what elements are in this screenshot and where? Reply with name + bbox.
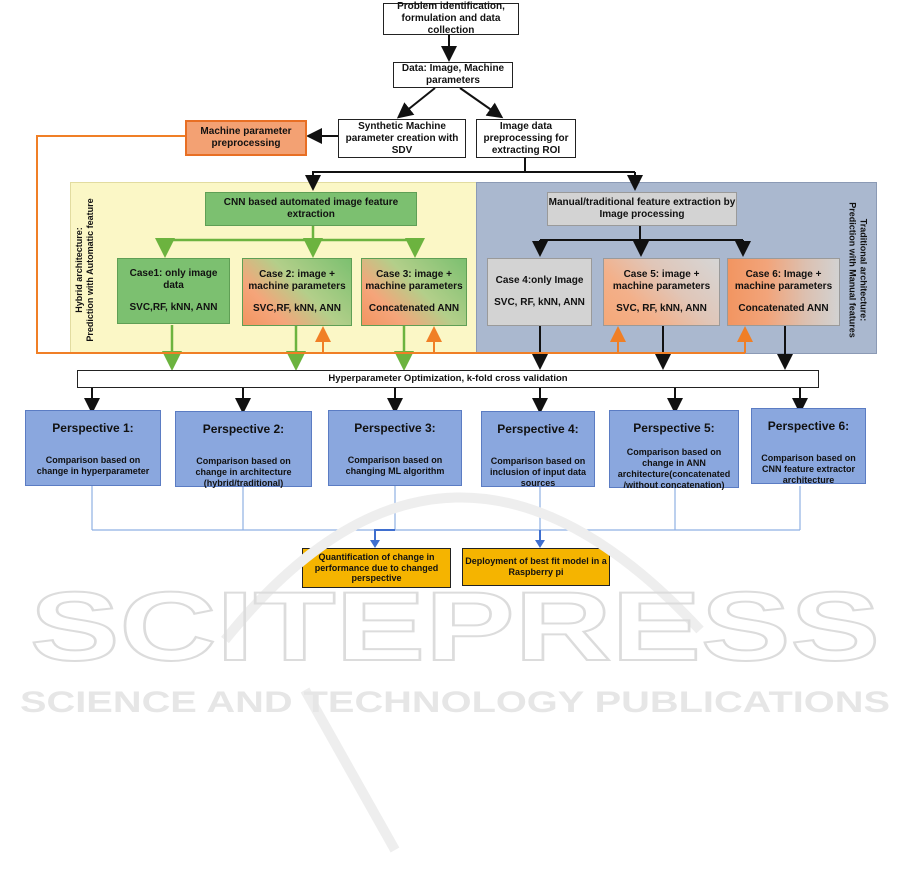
perspective-2-box: Perspective 2: Comparison based on chang… xyxy=(175,411,312,488)
traditional-architecture-label-line2: Prediction with Manual features xyxy=(847,202,857,338)
case-1-title: Case1: only image data xyxy=(129,268,218,291)
cnn-feature-extraction-text: CNN based automated image feature extrac… xyxy=(223,197,399,220)
problem-identification-box: Problem identification, formulation and … xyxy=(383,1,519,36)
quantification-box: Quantification of change in performance … xyxy=(302,548,451,588)
image-data-preprocessing-box: Image data preprocessing for extracting … xyxy=(476,119,576,158)
perspective-6-title: Perspective 6: xyxy=(767,419,850,433)
case-1-box: Case1: only image data SVC,RF, kNN, ANN xyxy=(117,258,230,324)
perspective-6-box: Perspective 6: Comparison based on CNN f… xyxy=(751,408,866,485)
case-3-title: Case 3: image + machine parameters xyxy=(365,269,463,292)
case-3-box: Case 3: image + machine parameters Conca… xyxy=(361,258,467,326)
cnn-feature-extraction-box: CNN based automated image feature extrac… xyxy=(205,192,417,226)
perspective-4-description: Comparison based on inclusion of input d… xyxy=(490,456,586,488)
perspective-2-title: Perspective 2: xyxy=(202,422,285,436)
image-data-preprocessing-text: Image data preprocessing for extracting … xyxy=(483,120,569,156)
case-6-box: Case 6: Image + machine parameters Conca… xyxy=(727,258,840,326)
hyperparameter-optimization-box: Hyperparameter Optimization, k-fold cros… xyxy=(77,370,819,388)
machine-parameter-preprocessing-box: Machine parameter preprocessing xyxy=(185,120,307,156)
hybrid-architecture-label-line2: Prediction with Automatic feature xyxy=(85,198,95,342)
case-6-title: Case 6: Image + machine parameters xyxy=(734,269,833,292)
perspective-3-description: Comparison based on changing ML algorith… xyxy=(345,455,445,477)
case-1-algorithms: SVC,RF, kNN, ANN xyxy=(129,302,218,313)
perspective-4-title: Perspective 4: xyxy=(497,422,579,436)
perspective-1-box: Perspective 1: Comparison based on chang… xyxy=(25,410,161,486)
case-5-box: Case 5: image + machine parameters SVC, … xyxy=(603,258,720,326)
hyperparameter-optimization-text: Hyperparameter Optimization, k-fold cros… xyxy=(328,373,568,385)
problem-identification-text: Problem identification, formulation and … xyxy=(397,1,505,36)
perspective-1-title: Perspective 1: xyxy=(52,421,134,435)
quantification-text: Quantification of change in performance … xyxy=(314,551,439,584)
perspective-5-title: Perspective 5: xyxy=(633,421,715,435)
case-2-algorithms: SVC,RF, kNN, ANN xyxy=(253,303,341,314)
data-box: Data: Image, Machine parameters xyxy=(393,62,513,88)
machine-parameter-preprocessing-text: Machine parameter preprocessing xyxy=(200,126,292,149)
case-2-box: Case 2: image + machine parameters SVC,R… xyxy=(242,258,352,326)
case-5-title: Case 5: image + machine parameters xyxy=(612,269,711,292)
hybrid-architecture-label: Hybrid architecture: Prediction with Aut… xyxy=(74,198,97,341)
manual-feature-extraction-text: Manual/traditional feature extraction by… xyxy=(548,197,736,220)
case-3-algorithms: Concatenated ANN xyxy=(368,303,460,314)
perspective-6-description: Comparison based on CNN feature extracto… xyxy=(761,453,856,485)
deployment-box: Deployment of best fit model in a Raspbe… xyxy=(462,548,610,586)
perspective-3-title: Perspective 3: xyxy=(354,421,436,435)
traditional-architecture-label-line1: Traditional architecture: xyxy=(858,218,869,322)
case-2-title: Case 2: image + machine parameters xyxy=(248,269,346,292)
perspective-2-description: Comparison based on change in architectu… xyxy=(195,456,292,488)
perspective-1-description: Comparison based on change in hyperparam… xyxy=(36,455,150,477)
synthetic-machine-parameter-text: Synthetic Machine parameter creation wit… xyxy=(345,120,459,156)
perspective-5-description: Comparison based on change in ANN archit… xyxy=(617,447,731,490)
case-4-box: Case 4:only Image SVC, RF, kNN, ANN xyxy=(487,258,592,326)
perspective-4-box: Perspective 4: Comparison based on inclu… xyxy=(481,411,595,488)
deployment-text: Deployment of best fit model in a Raspbe… xyxy=(465,556,607,577)
hybrid-architecture-label-line1: Hybrid architecture: xyxy=(73,227,84,313)
manual-feature-extraction-box: Manual/traditional feature extraction by… xyxy=(547,192,737,226)
perspective-3-box: Perspective 3: Comparison based on chang… xyxy=(328,410,462,486)
case-4-algorithms: SVC, RF, kNN, ANN xyxy=(494,297,585,308)
case-6-algorithms: Concatenated ANN xyxy=(738,303,829,314)
synthetic-machine-parameter-box: Synthetic Machine parameter creation wit… xyxy=(338,119,466,158)
data-text: Data: Image, Machine parameters xyxy=(401,63,505,86)
traditional-architecture-label: Traditional architecture: Prediction wit… xyxy=(846,202,869,338)
perspective-5-box: Perspective 5: Comparison based on chang… xyxy=(609,410,739,490)
case-5-algorithms: SVC, RF, kNN, ANN xyxy=(616,303,707,314)
case-4-title: Case 4:only Image xyxy=(495,275,584,286)
